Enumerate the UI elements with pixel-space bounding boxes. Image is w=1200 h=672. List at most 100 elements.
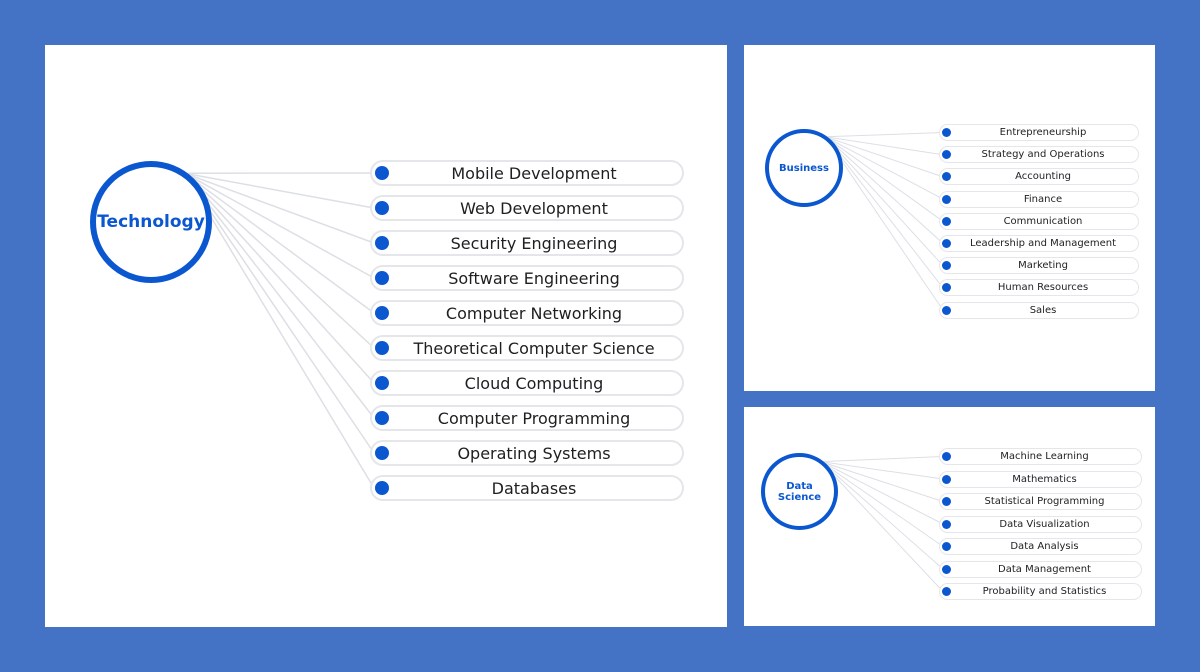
connector-line	[183, 172, 375, 419]
bullet-dot-icon	[942, 194, 951, 204]
list-item: Mathematics	[939, 470, 1142, 488]
data-science-hub: Data Science	[761, 453, 838, 530]
connector-line	[825, 136, 944, 267]
list-item: Probability and Statistics	[939, 583, 1142, 600]
list-item: Software Engineering	[370, 265, 684, 291]
list-item-label: Machine Learning	[1000, 451, 1089, 462]
list-item-label: Theoretical Computer Science	[413, 338, 655, 358]
bullet-dot-icon	[375, 166, 389, 180]
list-item-label: Probability and Statistics	[982, 586, 1107, 597]
list-item: Entrepreneurship	[939, 124, 1139, 141]
connector-line	[184, 172, 375, 279]
list-item-label: Data Analysis	[1010, 541, 1079, 552]
bullet-dot-icon	[375, 306, 389, 320]
list-item-label: Human Resources	[997, 282, 1089, 294]
connector-line	[825, 136, 944, 289]
bullet-dot-icon	[375, 201, 389, 215]
list-item-label: Marketing	[1018, 260, 1068, 272]
list-item: Leadership and Management	[939, 235, 1139, 252]
list-item-label: Cloud Computing	[464, 373, 604, 393]
bullet-dot-icon	[942, 216, 951, 226]
list-item: Operating Systems	[370, 440, 684, 466]
list-item: Mobile Development	[370, 160, 684, 186]
connector-line	[825, 136, 944, 244]
list-item-label: Operating Systems	[457, 443, 611, 463]
list-item-label: Software Engineering	[448, 268, 620, 288]
connector-line	[820, 456, 944, 463]
connector-line	[825, 136, 944, 222]
list-item: Human Resources	[939, 279, 1139, 297]
bullet-dot-icon	[942, 283, 951, 293]
bullet-dot-icon	[942, 305, 951, 315]
list-item-label: Entrepreneurship	[999, 127, 1087, 138]
connector-line	[825, 136, 944, 178]
list-item-label: Mobile Development	[451, 163, 617, 183]
list-item-label: Computer Programming	[437, 408, 631, 428]
technology-hub: Technology	[90, 161, 212, 283]
list-item-label: Sales	[1029, 304, 1057, 316]
list-item: Strategy and Operations	[939, 146, 1139, 164]
list-item-label: Databases	[491, 478, 577, 498]
connector-line	[820, 461, 944, 592]
list-item: Cloud Computing	[370, 370, 684, 396]
connector-line	[825, 136, 944, 311]
list-item: Statistical Programming	[939, 493, 1142, 510]
list-item-label: Data Management	[998, 563, 1091, 575]
list-item: Data Visualization	[939, 515, 1142, 533]
bullet-dot-icon	[942, 128, 951, 137]
bullet-dot-icon	[942, 474, 951, 484]
bullet-dot-icon	[375, 446, 389, 460]
connector-line	[184, 172, 375, 209]
list-item-label: Accounting	[1015, 171, 1071, 183]
connector-line	[820, 461, 944, 547]
bullet-dot-icon	[942, 497, 951, 506]
list-item: Security Engineering	[370, 230, 684, 256]
list-item-label: Data Visualization	[999, 518, 1090, 530]
list-item-label: Web Development	[460, 198, 608, 218]
list-item: Data Analysis	[939, 538, 1142, 555]
list-item-label: Leadership and Management	[969, 238, 1116, 249]
list-item: Computer Programming	[370, 405, 684, 431]
list-item-label: Strategy and Operations	[981, 149, 1105, 161]
bullet-dot-icon	[942, 519, 951, 529]
connector-line	[183, 172, 375, 489]
list-item: Marketing	[939, 257, 1139, 275]
bullet-dot-icon	[375, 376, 389, 390]
list-item: Accounting	[939, 168, 1139, 186]
list-item-label: Computer Networking	[445, 303, 623, 323]
connector-line	[820, 461, 944, 570]
list-item-label: Mathematics	[1012, 473, 1077, 485]
connector-line	[183, 172, 375, 384]
bullet-dot-icon	[375, 481, 389, 495]
bullet-dot-icon	[942, 542, 951, 551]
connector-line	[825, 136, 944, 156]
connector-line	[184, 172, 375, 349]
list-item-label: Statistical Programming	[984, 496, 1105, 507]
bullet-dot-icon	[942, 172, 951, 182]
connector-line	[184, 172, 375, 314]
connector-line	[183, 172, 375, 454]
list-item: Web Development	[370, 195, 684, 221]
bullet-dot-icon	[942, 564, 951, 574]
list-item: Machine Learning	[939, 448, 1142, 465]
list-item: Databases	[370, 475, 684, 501]
connector-line	[825, 132, 944, 138]
list-item-label: Finance	[1023, 193, 1063, 205]
bullet-dot-icon	[942, 261, 951, 271]
list-item: Theoretical Computer Science	[370, 335, 684, 361]
list-item: Communication	[939, 212, 1139, 230]
bullet-dot-icon	[942, 150, 951, 160]
list-item: Finance	[939, 190, 1139, 208]
list-item: Computer Networking	[370, 300, 684, 326]
bullet-dot-icon	[942, 587, 951, 596]
list-item: Sales	[939, 301, 1139, 319]
business-hub: Business	[765, 129, 843, 207]
connector-line	[820, 461, 944, 502]
list-item: Data Management	[939, 560, 1142, 578]
list-item-label: Security Engineering	[450, 233, 618, 253]
connector-line	[820, 461, 944, 480]
bullet-dot-icon	[942, 239, 951, 248]
